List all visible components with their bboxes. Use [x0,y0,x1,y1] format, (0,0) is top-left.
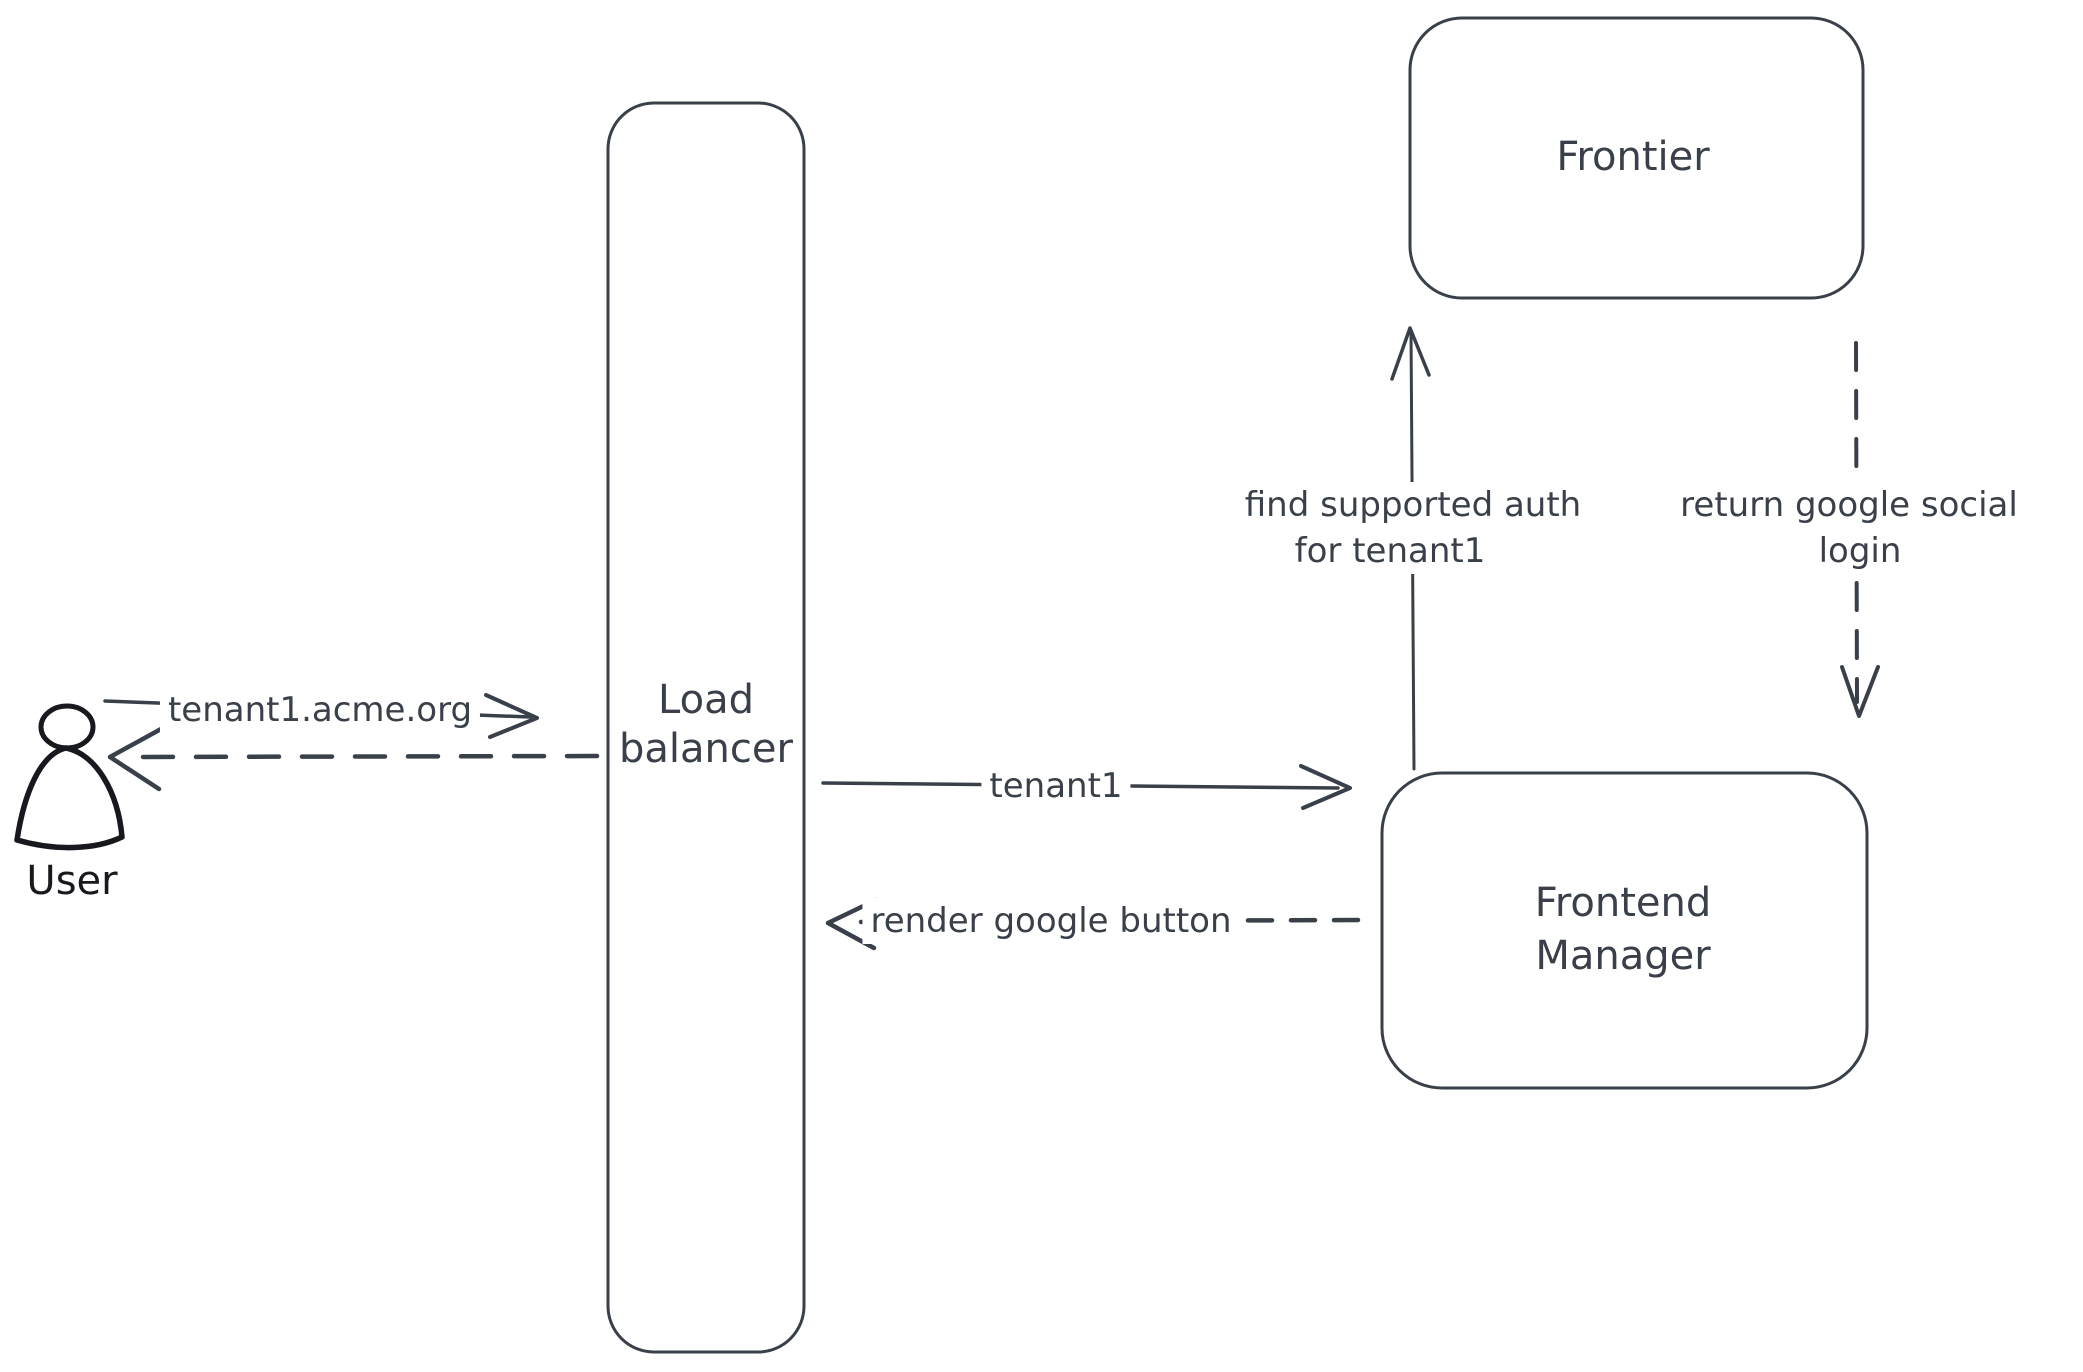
arrow-load-balancer-to-user [107,726,600,792]
edge-label-return-google-social-line2: login [1810,528,1910,574]
arrow-head [484,693,539,739]
edge-label-tenant1: tenant1 [981,763,1131,809]
arrow-line [125,753,600,760]
edge-label-render-google-button: render google button [862,898,1240,944]
load-balancer-node [606,101,806,1354]
user-label: User [26,858,118,904]
edge-label-return-google-social-line1: return google social [1672,482,2026,528]
load-balancer-label-line2: balancer [619,726,793,772]
arrow-head [1299,764,1352,810]
arrow-head [825,897,879,951]
edge-label-tenant1-acme-org: tenant1.acme.org [159,687,481,733]
arrow-line [1854,341,1859,704]
frontier-label: Frontier [1556,134,1710,180]
person-head [38,703,96,751]
frontend-manager-label-line1: Frontend [1534,880,1712,926]
person-icon [14,703,125,851]
frontier-node [1408,16,1865,300]
frontend-manager-node [1380,771,1869,1090]
arrow-head [1840,665,1880,718]
edge-label-find-supported-auth-line1: find supported auth [1236,482,1590,528]
arrow-head [1390,326,1431,381]
arrow-frontier-to-frontend-manager [1840,341,1880,718]
frontend-manager-label-line2: Manager [1535,933,1711,979]
person-body [14,745,125,851]
edge-label-find-supported-auth-line2: for tenant1 [1286,528,1494,574]
load-balancer-label-line1: Load [658,677,754,723]
arrow-head [107,726,164,792]
